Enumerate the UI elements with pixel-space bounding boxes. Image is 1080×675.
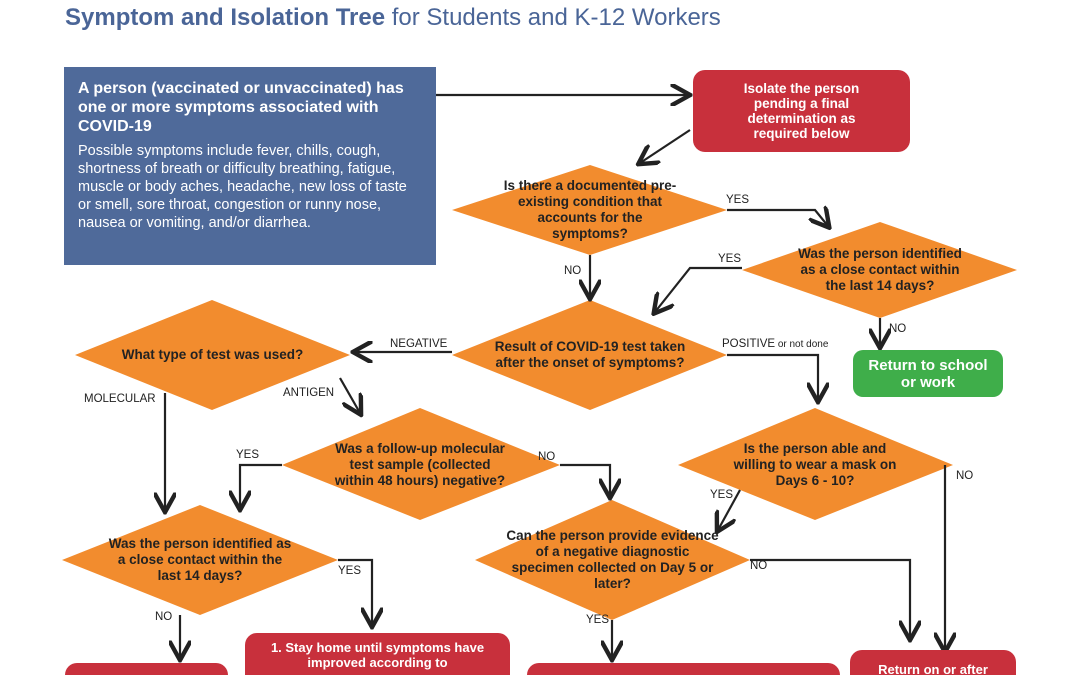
label-no: NO bbox=[956, 470, 974, 482]
stay-home-box: 1. Stay home until symptoms have improve… bbox=[245, 633, 510, 675]
return-green-box: Return to school or work bbox=[853, 350, 1003, 397]
start-heading: A person (vaccinated or unvaccinated) ha… bbox=[78, 80, 404, 135]
diamond-close-contact-bottom bbox=[62, 505, 338, 615]
return-after-box: Return on or after bbox=[850, 650, 1016, 675]
label-yes: YES bbox=[338, 565, 362, 577]
q-preexisting: Is there a documented pre-existing condi… bbox=[503, 178, 677, 241]
outcome-box-left bbox=[65, 663, 228, 675]
diamond-preexisting bbox=[452, 165, 727, 255]
label-yes: YES bbox=[726, 194, 750, 206]
label-yes: YES bbox=[710, 489, 734, 501]
start-box: A person (vaccinated or unvaccinated) ha… bbox=[64, 67, 436, 265]
q-close-contact-bottom: Was the person identified as a close con… bbox=[108, 536, 292, 583]
label-no: NO bbox=[564, 265, 582, 277]
label-positive: POSITIVE or not done bbox=[722, 338, 829, 350]
diamond-test-result bbox=[452, 300, 727, 410]
label-antigen: ANTIGEN bbox=[283, 387, 335, 399]
label-negative: NEGATIVE bbox=[390, 338, 448, 350]
label-no: NO bbox=[538, 451, 556, 463]
q-test-type: What type of test was used? bbox=[121, 347, 304, 362]
outcome-box-middle bbox=[527, 663, 840, 675]
diamond-followup bbox=[282, 408, 560, 520]
label-yes: YES bbox=[586, 614, 610, 626]
page-title: Symptom and Isolation Tree for Students … bbox=[65, 4, 721, 31]
q-test-result: Result of COVID-19 test taken after the … bbox=[494, 339, 686, 370]
diamond-evidence bbox=[475, 500, 750, 620]
label-yes: YES bbox=[236, 449, 260, 461]
label-no: NO bbox=[155, 611, 173, 623]
q-close-contact-top: Was the person identified as a close con… bbox=[798, 246, 962, 293]
q-evidence: Can the person provide evidence of a neg… bbox=[506, 528, 719, 591]
isolate-box: Isolate the person pending a final deter… bbox=[693, 70, 910, 152]
label-no: NO bbox=[750, 560, 768, 572]
label-yes: YES bbox=[718, 253, 742, 265]
q-followup: Was a follow-up molecular test sample (c… bbox=[334, 441, 506, 488]
label-no: NO bbox=[889, 323, 907, 335]
diamond-test-type bbox=[75, 300, 350, 410]
q-mask: Is the person able and willing to wear a… bbox=[733, 441, 897, 488]
diamond-mask bbox=[678, 408, 953, 520]
start-symptoms: Possible symptoms include fever, chills,… bbox=[78, 143, 407, 231]
diamond-close-contact-top bbox=[742, 222, 1017, 318]
label-molecular: MOLECULAR bbox=[84, 393, 156, 405]
